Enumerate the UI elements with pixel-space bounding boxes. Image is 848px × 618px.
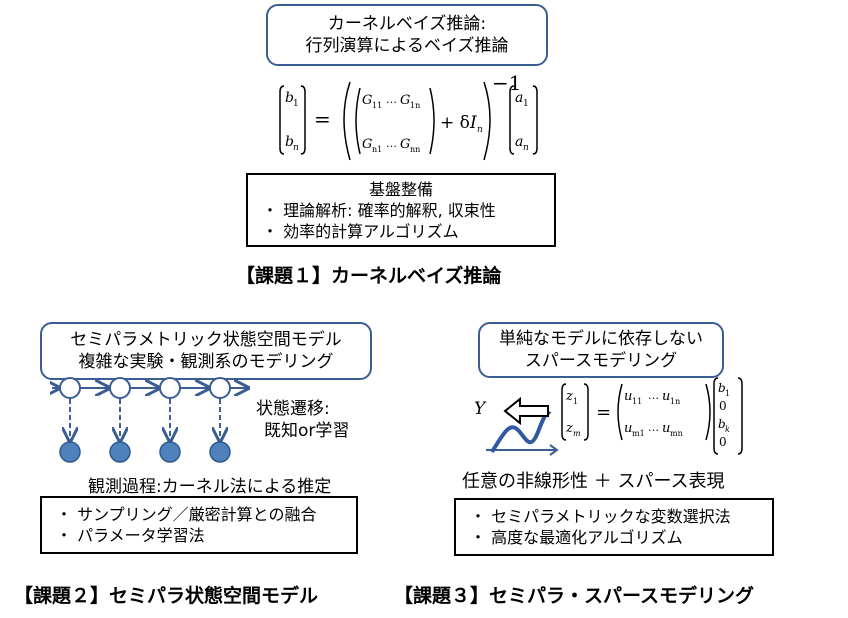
- svg-text:n1: n1: [372, 145, 382, 154]
- svg-text:b: b: [285, 134, 294, 150]
- kernel-bayes-title-line1: カーネルベイズ推論:: [327, 14, 487, 34]
- infra-item-algorithm: ・ 効率的計算アルゴリズム: [262, 222, 459, 241]
- svg-text:+ δ: + δ: [440, 113, 470, 133]
- hollow-left-arrow-icon: [503, 396, 549, 426]
- svg-text:u: u: [662, 389, 670, 404]
- svg-text:u: u: [662, 421, 670, 436]
- svg-text:…: …: [648, 421, 659, 434]
- svg-text:1: 1: [523, 99, 529, 109]
- svg-text:…: …: [648, 389, 659, 402]
- nonlinear-sparse-label: 任意の非線形性 ＋ スパース表現: [462, 471, 725, 492]
- topic1-caption: 【課題１】カーネルベイズ推論: [236, 265, 502, 287]
- svg-text:1n: 1n: [410, 101, 420, 110]
- kernel-bayes-title-line2: 行列演算によるベイズ推論: [305, 36, 509, 56]
- svg-text:a: a: [515, 134, 523, 150]
- svg-text:…: …: [386, 93, 397, 106]
- hidden-state-nodes: [59, 377, 231, 399]
- svg-text:1n: 1n: [670, 397, 680, 406]
- state-space-title-line1: セミパラメトリック状態空間モデル: [70, 330, 342, 350]
- state-transition-label-line2: 既知or学習: [264, 421, 350, 441]
- nonlinear-curve-graphic: [486, 411, 559, 456]
- svg-text:n: n: [293, 143, 299, 153]
- method-item-optimization: ・ 高度な最適化アルゴリズム: [470, 528, 683, 547]
- svg-text:nn: nn: [410, 145, 420, 154]
- svg-text:G: G: [362, 93, 372, 108]
- kernel-bayes-infra-box: 基盤整備 ・ 理論解析: 確率的解釈, 収束性 ・ 効率的計算アルゴリズム: [246, 173, 556, 247]
- svg-text:n: n: [523, 143, 529, 153]
- svg-text:11: 11: [372, 101, 382, 110]
- state-space-graph: [50, 377, 250, 463]
- sparse-title-line2: スパースモデリング: [524, 351, 678, 371]
- infra-heading: 基盤整備: [368, 180, 433, 199]
- svg-text:0: 0: [719, 399, 727, 413]
- svg-text:1: 1: [573, 397, 578, 406]
- svg-text:a: a: [515, 90, 523, 106]
- svg-text:m1: m1: [632, 429, 645, 438]
- topic2-caption: 【課題２】セミパラ状態空間モデル: [14, 585, 319, 607]
- svg-text:1: 1: [725, 389, 730, 398]
- svg-text:u: u: [624, 389, 632, 404]
- svg-text:0: 0: [719, 435, 727, 449]
- sparse-method-box: ・ セミパラメトリックな変数選択法 ・ 高度な最適化アルゴリズム: [454, 498, 774, 556]
- observation-process-label: 観測過程:カーネル法による推定: [88, 477, 332, 497]
- method-item-variable-selection: ・ セミパラメトリックな変数選択法: [470, 507, 731, 526]
- method-item-param-learning: ・ パラメータ学習法: [56, 526, 205, 545]
- svg-text:−1: −1: [492, 71, 521, 95]
- svg-text:u: u: [624, 421, 632, 436]
- state-space-title-line2: 複雑な実験・観測系のモデリング: [78, 352, 334, 372]
- state-transition-label: 状態遷移: 既知or学習: [256, 398, 349, 442]
- kernel-bayes-title-box: カーネルベイズ推論: 行列演算によるベイズ推論: [266, 4, 548, 66]
- infra-item-theory: ・ 理論解析: 確率的解釈, 収束性: [262, 201, 496, 220]
- svg-text:11: 11: [632, 397, 642, 406]
- method-item-sampling: ・ サンプリング／厳密計算との融合: [56, 505, 317, 524]
- svg-text:z: z: [565, 389, 573, 404]
- svg-text:G: G: [400, 137, 410, 152]
- svg-text:mn: mn: [670, 429, 683, 438]
- topic3-caption: 【課題３】セミパラ・スパースモデリング: [394, 585, 755, 607]
- svg-text:I: I: [469, 113, 477, 133]
- svg-text:b: b: [285, 90, 294, 106]
- svg-text:=: =: [596, 402, 611, 423]
- state-space-title-box: セミパラメトリック状態空間モデル 複雑な実験・観測系のモデリング: [40, 322, 372, 380]
- sparse-title-line1: 単純なモデルに依存しない: [499, 329, 703, 349]
- svg-text:k: k: [725, 425, 730, 434]
- sparse-title-box: 単純なモデルに依存しない スパースモデリング: [478, 322, 724, 378]
- y-label: Y: [474, 399, 486, 419]
- svg-text:G: G: [362, 137, 372, 152]
- svg-text:1: 1: [293, 99, 299, 109]
- state-space-method-box: ・ サンプリング／厳密計算との融合 ・ パラメータ学習法: [40, 496, 358, 554]
- state-transition-label-line1: 状態遷移:: [256, 399, 330, 419]
- svg-text:…: …: [386, 137, 397, 150]
- svg-text:G: G: [400, 93, 410, 108]
- svg-text:b: b: [718, 381, 726, 395]
- svg-text:=: =: [314, 107, 331, 131]
- svg-text:z: z: [565, 421, 573, 436]
- observed-nodes: [59, 441, 231, 463]
- svg-text:m: m: [573, 429, 581, 438]
- svg-text:b: b: [718, 417, 726, 431]
- svg-text:n: n: [477, 125, 483, 135]
- observation-arrows: [70, 399, 220, 441]
